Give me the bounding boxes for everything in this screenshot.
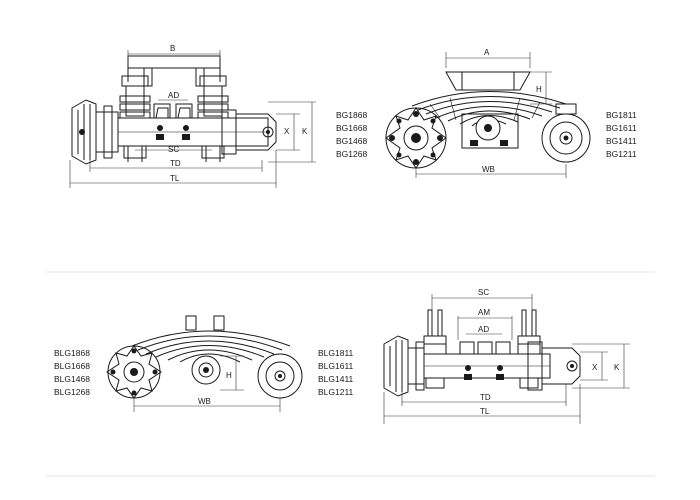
- leaf-spring-icon: [411, 91, 567, 127]
- model-label: BG1611: [606, 123, 637, 133]
- dim-am-label: AM: [478, 308, 490, 317]
- dim-a-label: A: [484, 48, 490, 57]
- right-brake-drum-icon: [527, 341, 581, 391]
- top-left-front-view-drawing: B AD SC TD TL X K: [69, 44, 316, 188]
- center-trunnion-icon: [461, 113, 519, 149]
- dim-td-label: TD: [480, 393, 491, 402]
- model-label: BLG1811: [318, 348, 354, 358]
- dim-tl-label: TL: [480, 407, 490, 416]
- model-label: BLG1668: [54, 361, 90, 371]
- dim-sc-label: SC: [478, 288, 489, 297]
- top-right-side-view-drawing: A H WB: [385, 48, 591, 178]
- dim-tl-label: TL: [170, 174, 180, 183]
- model-label: BG1468: [336, 136, 367, 146]
- dim-h-label: H: [536, 85, 542, 94]
- left-wheel-star-icon: [385, 107, 447, 169]
- model-label: BLG1468: [54, 374, 90, 384]
- bottom-left-model-list-left: BLG1868 BLG1668 BLG1468 BLG1268: [54, 348, 90, 397]
- model-label: BG1211: [606, 149, 637, 159]
- right-spring-hanger-icon: [197, 75, 229, 162]
- model-label: BG1868: [336, 110, 367, 120]
- bottom-left-side-view-drawing: H WB: [106, 315, 303, 412]
- dim-ad-label: AD: [478, 325, 489, 334]
- dim-x-label: X: [284, 127, 290, 136]
- right-wheel-drum-icon: [257, 353, 303, 399]
- saddle-bracket: [445, 71, 531, 91]
- dim-b-label: B: [170, 44, 175, 53]
- model-label: BG1411: [606, 136, 637, 146]
- right-brake-drum-icon: [221, 109, 277, 155]
- dim-k-label: K: [302, 127, 308, 136]
- model-label: BLG1411: [318, 374, 354, 384]
- model-label: BG1268: [336, 149, 367, 159]
- model-label: BLG1611: [318, 361, 354, 371]
- model-label: BLG1868: [54, 348, 90, 358]
- left-wheel-hub-icon: [71, 99, 119, 165]
- dim-x-label: X: [592, 363, 598, 372]
- bottom-left-model-list-right: BLG1811 BLG1611 BLG1411 BLG1211: [318, 348, 354, 397]
- dim-ad-label: AD: [168, 91, 179, 100]
- dim-sc-label: SC: [168, 145, 179, 154]
- center-trunnion-icon: [191, 355, 221, 385]
- dim-wb-label: WB: [198, 397, 211, 406]
- model-label: BLG1211: [318, 387, 354, 397]
- model-label: BG1668: [336, 123, 367, 133]
- right-spring-hanger-icon: [517, 309, 541, 389]
- bottom-right-front-view-drawing: SC AM AD TD TL X K: [383, 288, 630, 424]
- dim-h-label: H: [226, 371, 232, 380]
- leaf-spring-icon: [131, 315, 291, 363]
- dim-td-label: TD: [170, 159, 181, 168]
- center-bracket-icon: [153, 103, 193, 140]
- left-spring-hanger-icon: [423, 309, 447, 389]
- right-wheel-drum-icon: [541, 103, 591, 163]
- top-right-model-list: BG1811 BG1611 BG1411 BG1211: [606, 110, 637, 159]
- top-left-model-list: BG1868 BG1668 BG1468 BG1268: [336, 110, 367, 159]
- frame-bracket-top: [127, 55, 221, 69]
- left-wheel-star-icon: [106, 345, 162, 399]
- center-bracket-icon: [459, 341, 511, 380]
- dim-k-label: K: [614, 363, 620, 372]
- dim-wb-label: WB: [482, 165, 495, 174]
- model-label: BLG1268: [54, 387, 90, 397]
- model-label: BG1811: [606, 110, 637, 120]
- left-spring-hanger-icon: [119, 75, 151, 162]
- left-wheel-hub-icon: [383, 335, 425, 397]
